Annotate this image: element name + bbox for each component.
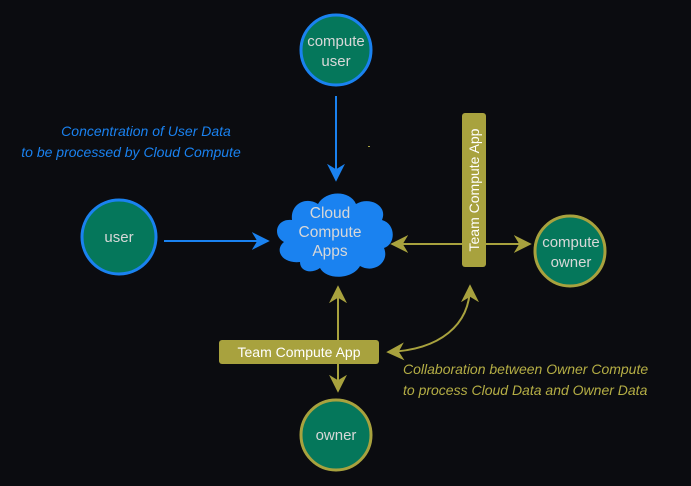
- node-user-label: user: [104, 229, 133, 246]
- node-user[interactable]: user: [80, 198, 158, 276]
- node-compute-user-label-line2: user: [321, 53, 350, 70]
- team-compute-app-badge-horizontal-label: Team Compute App: [238, 344, 361, 360]
- node-compute-user[interactable]: compute user: [299, 13, 373, 87]
- node-compute-owner-label-line2: owner: [551, 254, 592, 271]
- cloud-compute-apps[interactable]: Cloud Compute Apps: [277, 193, 393, 277]
- cloud-icon: [277, 193, 393, 277]
- node-compute-user-label-line1: compute: [307, 33, 365, 50]
- annotation-user-data-line2: to be processed by Cloud Compute: [21, 144, 241, 160]
- node-compute-owner[interactable]: compute owner: [533, 214, 607, 288]
- team-compute-app-badge-vertical[interactable]: Team Compute App: [462, 113, 486, 267]
- annotation-user-data-line1: Concentration of User Data: [61, 123, 231, 139]
- cloud-label-line1: Cloud: [310, 205, 351, 222]
- cloud-label-line3: Apps: [312, 243, 348, 260]
- collaboration-curved-arrow: [386, 284, 479, 361]
- node-compute-owner-label-line1: compute: [542, 234, 600, 251]
- annotation-collaboration-line1: Collaboration between Owner Compute: [403, 361, 648, 377]
- stray-dot: [368, 146, 370, 147]
- annotation-collaboration-line2: to process Cloud Data and Owner Data: [403, 382, 648, 398]
- team-compute-app-badge-horizontal[interactable]: Team Compute App: [219, 340, 379, 364]
- node-owner[interactable]: owner: [299, 398, 373, 472]
- annotation-collaboration: Collaboration between Owner Compute to p…: [403, 361, 648, 398]
- cloud-label-line2: Compute: [299, 224, 362, 241]
- team-compute-app-badge-vertical-label: Team Compute App: [466, 128, 482, 251]
- node-owner-label: owner: [316, 427, 357, 444]
- annotation-user-data: Concentration of User Data to be process…: [21, 123, 241, 160]
